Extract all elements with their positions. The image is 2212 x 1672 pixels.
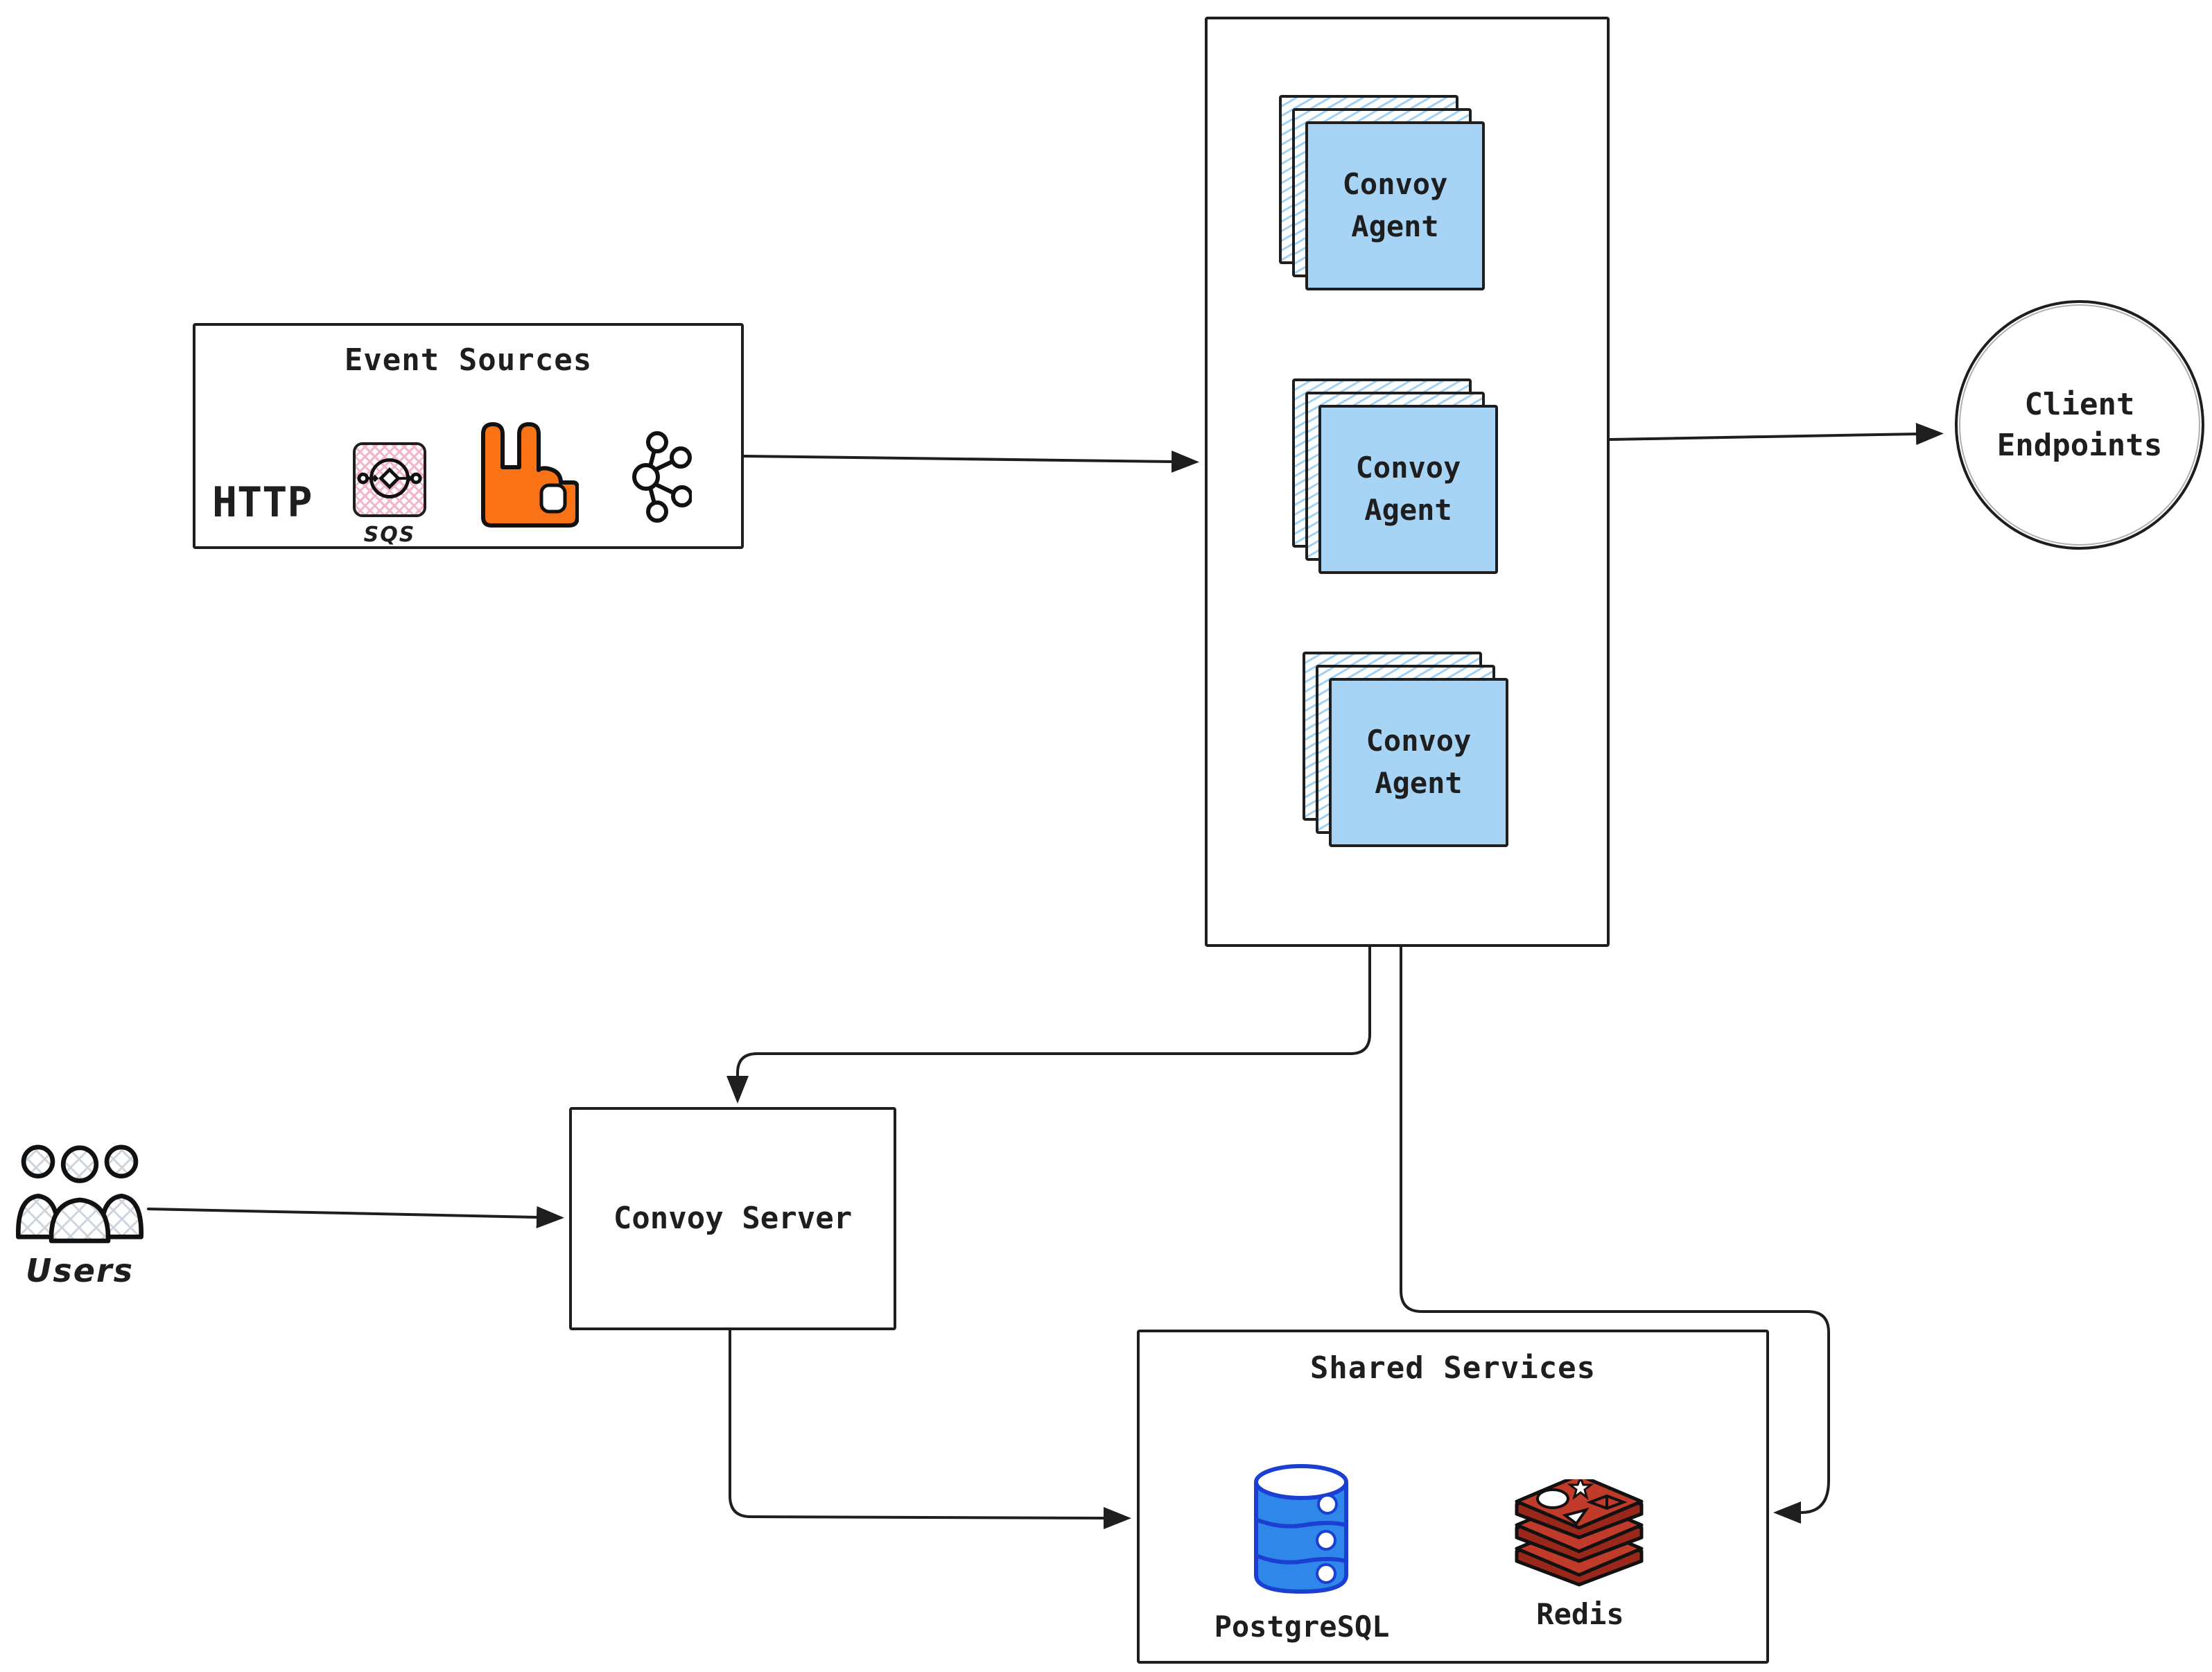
convoy-agent-card: Convoy Agent	[1318, 405, 1498, 574]
shared-services-title: Shared Services	[1309, 1350, 1596, 1386]
agent-label-line2: Agent	[1375, 766, 1463, 800]
kafka-icon	[632, 431, 692, 523]
arrow-agent-pool-to-convoy-server	[726, 946, 1371, 1104]
shared-services-box: Shared Services PostgreSQL	[1137, 1330, 1769, 1664]
sqs-icon	[353, 442, 426, 517]
redis-label: Redis	[1536, 1597, 1624, 1631]
postgresql-label: PostgreSQL	[1214, 1610, 1390, 1644]
client-endpoints-line1: Client	[2024, 386, 2135, 422]
agent-label-line1: Convoy	[1366, 724, 1472, 758]
agent-label-line1: Convoy	[1342, 167, 1448, 202]
rabbitmq-icon	[481, 422, 579, 528]
client-endpoints-circle: Client Endpoints	[1955, 300, 2204, 550]
event-sources-box: Event Sources HTTP SQS	[193, 323, 744, 549]
redis-icon	[1515, 1479, 1644, 1587]
client-endpoints-line2: Endpoints	[1996, 428, 2163, 463]
agent-label-line2: Agent	[1364, 493, 1452, 527]
agent-label-line2: Agent	[1351, 209, 1439, 243]
users-icon	[16, 1144, 143, 1244]
http-label: HTTP	[212, 478, 313, 527]
users-label: Users	[26, 1252, 134, 1289]
arrow-convoy-server-to-shared-services	[729, 1329, 1131, 1529]
arrow-agent-pool-to-client-endpoints	[1608, 423, 1944, 446]
convoy-agent-card: Convoy Agent	[1305, 121, 1485, 290]
agent-pool-box: Convoy Agent Convoy Agent Convoy Agent	[1205, 17, 1610, 947]
arrow-event-sources-to-agent-pool	[742, 450, 1199, 473]
postgresql-icon	[1254, 1464, 1348, 1594]
event-sources-title: Event Sources	[344, 342, 593, 378]
arrow-users-to-convoy-server	[147, 1205, 564, 1228]
convoy-server-label: Convoy Server	[613, 1201, 853, 1237]
convoy-server-box: Convoy Server	[569, 1107, 896, 1330]
users-group: Users	[10, 1141, 149, 1289]
sqs-caption: SQS	[363, 523, 416, 547]
convoy-agent-card: Convoy Agent	[1329, 678, 1508, 847]
agent-label-line1: Convoy	[1355, 451, 1461, 485]
sqs-glyph	[357, 458, 422, 498]
